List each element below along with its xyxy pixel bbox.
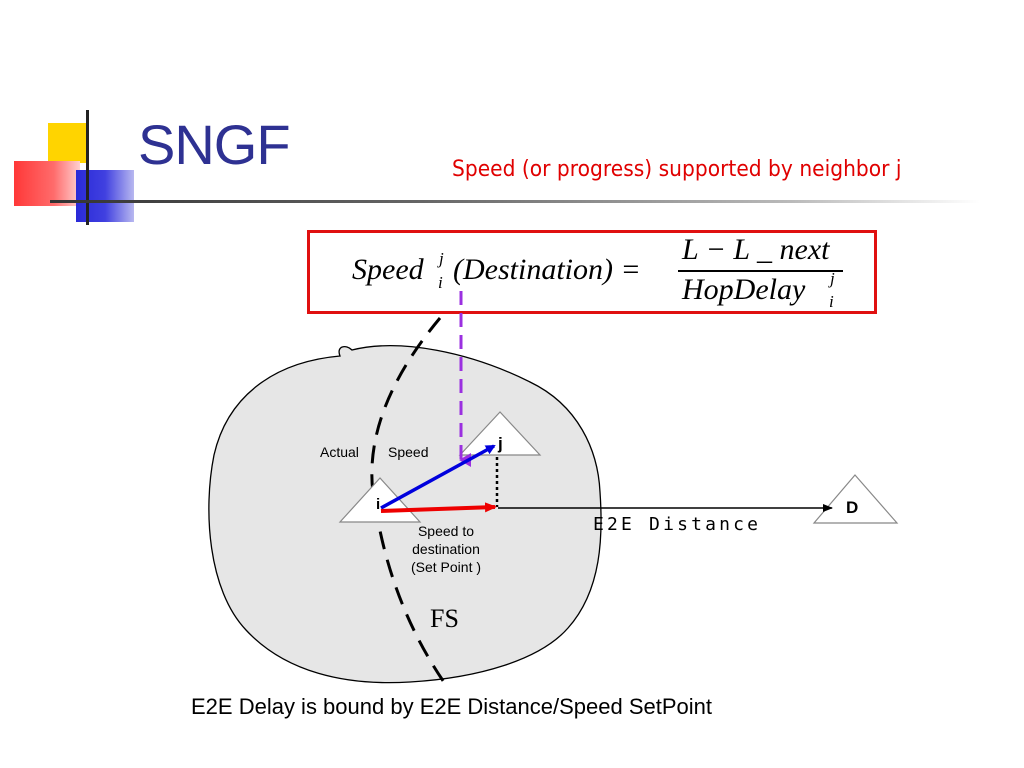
formula-denominator-subscript: i [829, 292, 834, 311]
slide-caption: E2E Delay is bound by E2E Distance/Speed… [191, 694, 712, 719]
slide-title: SNGF [138, 113, 291, 176]
deco-blue-block [76, 170, 134, 222]
label-fs: FS [430, 604, 459, 633]
label-e2e-distance: E2E Distance [593, 514, 758, 535]
deco-yellow-block [48, 123, 86, 163]
formula-speed: Speed [352, 253, 424, 286]
formula-denominator: HopDelay [682, 273, 806, 306]
formula-argument: (Destination) = [453, 253, 641, 286]
formula-denominator-superscript: j [830, 269, 835, 288]
label-speed: Speed [388, 444, 428, 460]
label-node-i: i [376, 496, 380, 513]
formula-numerator: L − L _ next [682, 233, 830, 266]
label-node-j: j [497, 434, 503, 453]
formula-speed-subscript: i [438, 273, 443, 292]
node-j-triangle [458, 411, 542, 456]
deco-red-gradient-block [14, 161, 80, 206]
slide-subtitle: Speed (or progress) supported by neighbo… [452, 157, 902, 182]
node-d-triangle [812, 474, 899, 524]
label-speed-to-line3: (Set Point ) [411, 559, 481, 575]
formula-speed-superscript: j [439, 249, 444, 268]
actual-speed-arrow [380, 444, 496, 510]
label-speed-to-line1: Speed to [418, 523, 474, 539]
formula-box: Speed j i (Destination) = L − L _ next H… [307, 230, 877, 314]
label-actual: Actual [320, 444, 359, 460]
label-speed-to-line2: destination [412, 541, 480, 557]
label-node-d: D [846, 498, 858, 517]
setpoint-speed-arrow [380, 502, 497, 513]
deco-horizontal-line [50, 200, 980, 203]
formula-fraction-bar [678, 270, 843, 272]
deco-vertical-line [86, 110, 89, 225]
